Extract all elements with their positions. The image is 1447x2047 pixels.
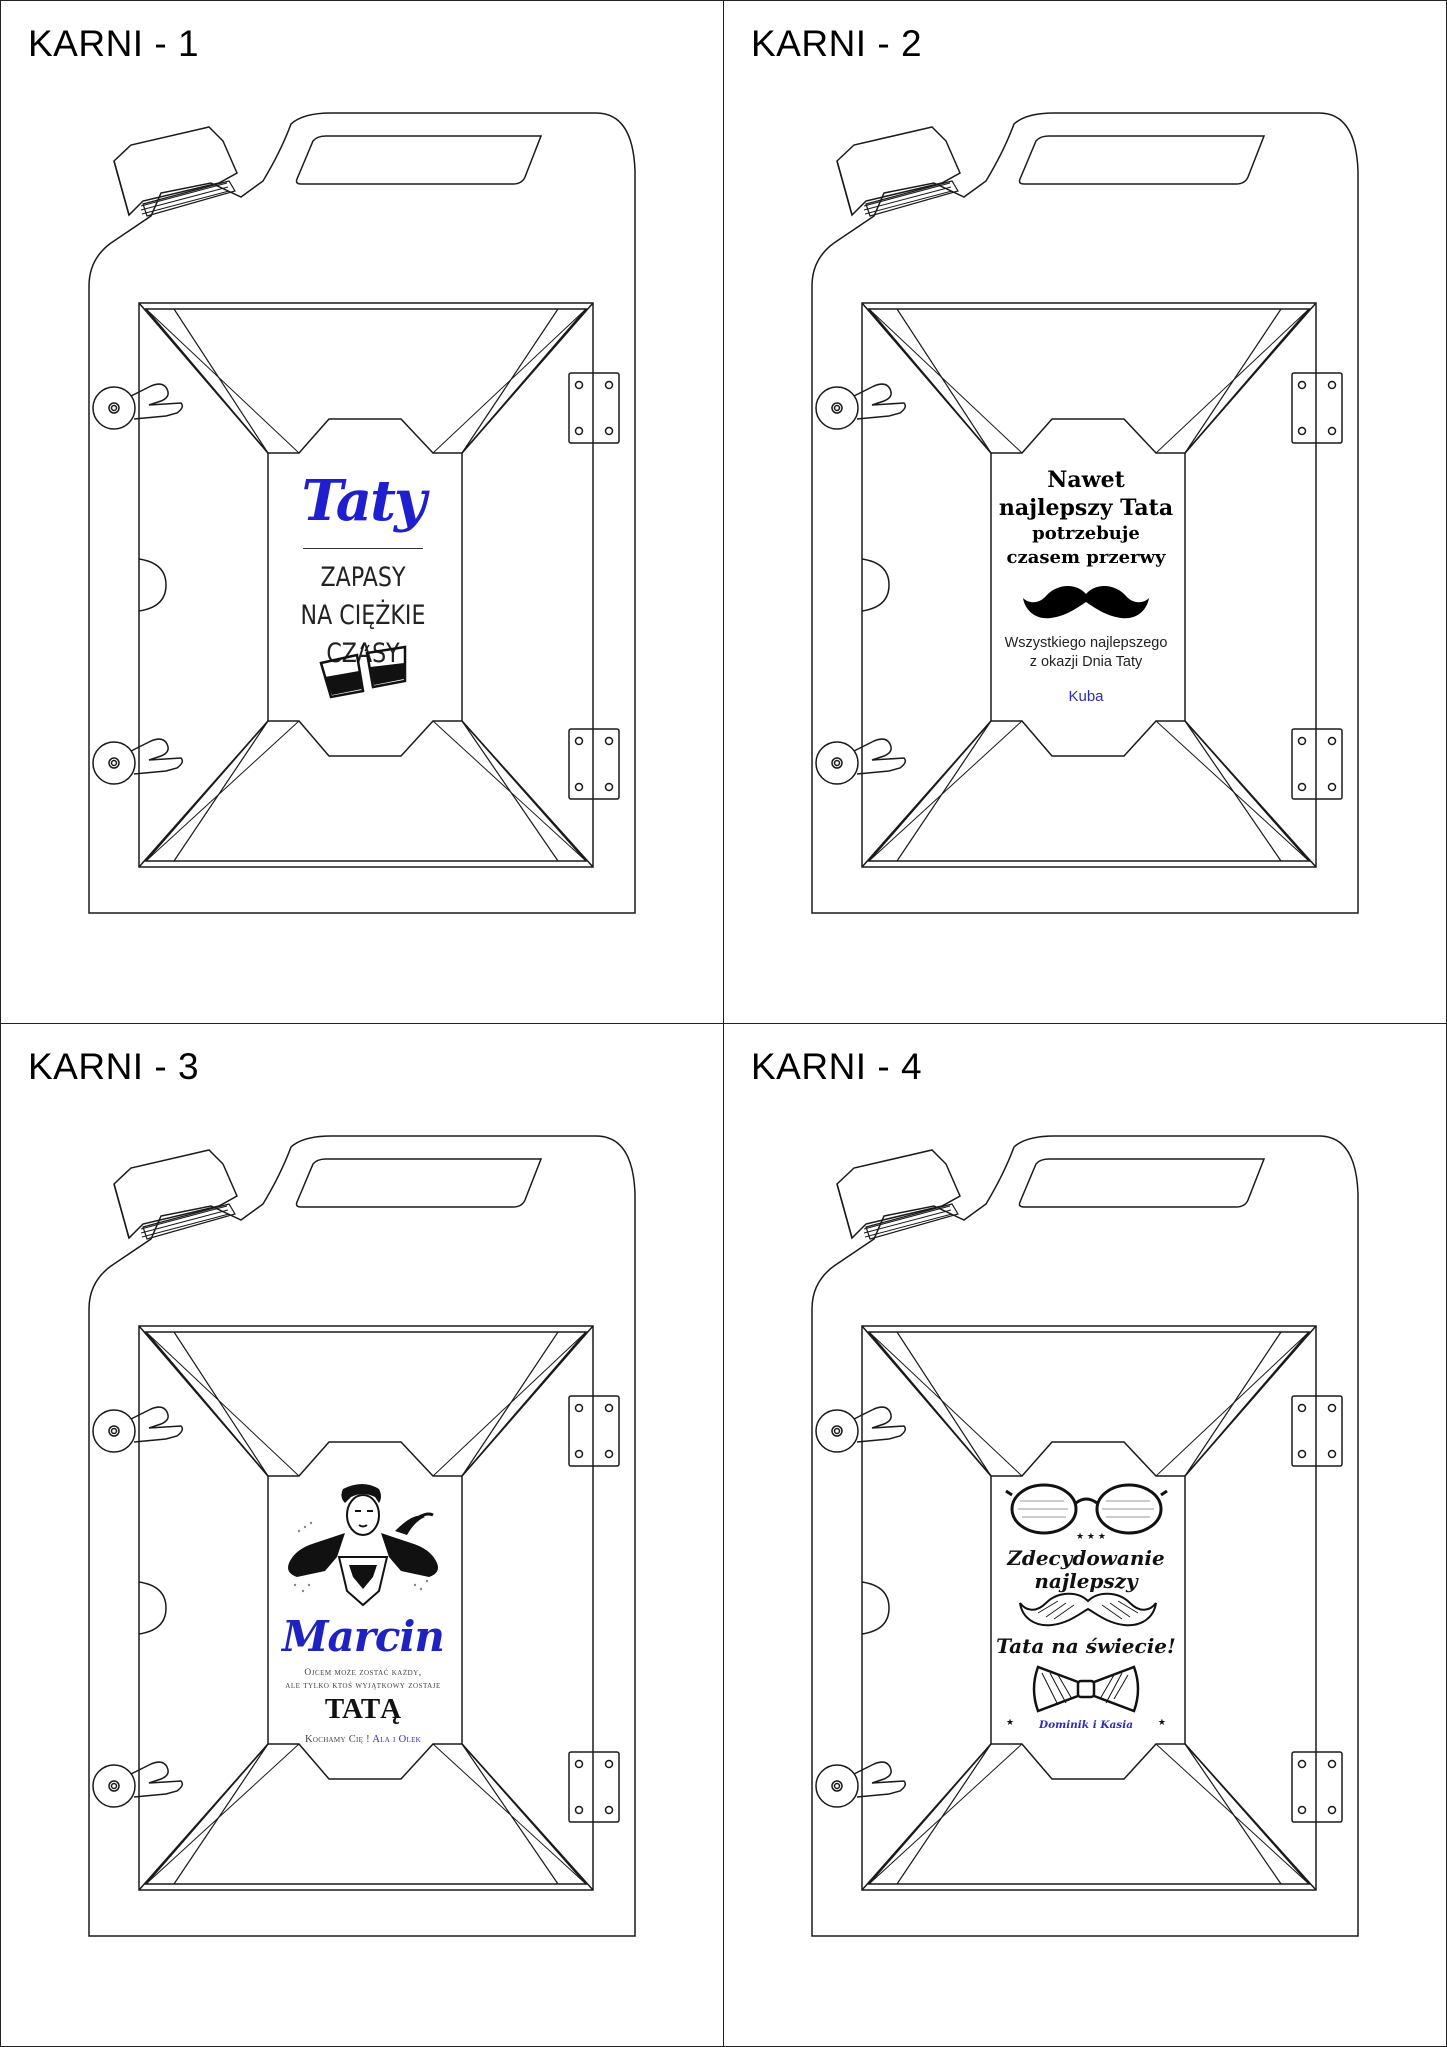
design-label: Marcin Ojcem może zostać każdy, ale tylk… — [273, 1479, 453, 1754]
label-signature: Kuba — [1068, 688, 1104, 705]
label-signature: Dominik i Kasia — [1038, 1719, 1134, 1731]
variant-panel-karni-4: KARNI - 4 ★ ★ ★ Zdecydowanie najlepszy — [723, 1023, 1447, 2047]
design-label: ★ ★ ★ Zdecydowanie najlepszy Tata na świ… — [996, 1479, 1176, 1754]
label-subline: Tata na świecie! — [996, 1634, 1176, 1658]
svg-text:★ ★ ★: ★ ★ ★ — [1076, 1532, 1106, 1541]
variant-panel-karni-3: KARNI - 3 — [0, 1023, 725, 2047]
glasses-icon: ★ ★ ★ — [1005, 1483, 1168, 1541]
design-label: Nawet najlepszy Tata potrzebuje czasem p… — [996, 456, 1176, 731]
whisky-glasses-icon — [319, 642, 407, 699]
star-icon: ★ — [1157, 1717, 1166, 1727]
label-headline: Nawet najlepszy Tata potrzebuje czasem p… — [998, 467, 1174, 568]
variant-panel-karni-2: KARNI - 2 Nawet najlepszy Tata potrzebuj… — [723, 0, 1447, 1025]
label-signature: Kochamy Cię ! Ala i Olek — [305, 1734, 421, 1745]
label-wishes: Wszystkiego najlepszego z okazji Dnia Ta… — [1004, 635, 1168, 670]
star-icon: ★ — [1006, 1717, 1015, 1727]
label-slogan: ZAPASY NA CIĘŻKIE CZASY — [300, 562, 426, 669]
design-label: Taty ZAPASY NA CIĘŻKIE CZASY — [273, 456, 453, 731]
variant-title: KARNI - 4 — [751, 1046, 923, 1087]
variant-panel-karni-1: KARNI - 1 Taty ZAPASY NA CIĘŻKIE CZASY — [0, 0, 725, 1025]
variant-title: KARNI - 3 — [28, 1046, 200, 1087]
mustache-icon — [1023, 585, 1149, 619]
variant-title: KARNI - 1 — [28, 23, 200, 64]
variant-title: KARNI - 2 — [751, 23, 923, 64]
label-headline: Zdecydowanie najlepszy — [1007, 1546, 1165, 1593]
divider-line — [303, 548, 423, 549]
label-name: Marcin — [282, 1612, 445, 1661]
label-big-word: TATĄ — [324, 1693, 402, 1725]
label-quote: Ojcem może zostać każdy, ale tylko ktoś … — [285, 1668, 441, 1691]
mustache-icon — [1019, 1592, 1157, 1627]
bow-tie-icon — [1032, 1665, 1140, 1713]
superhero-icon — [288, 1484, 438, 1607]
label-name: Taty — [301, 468, 426, 534]
